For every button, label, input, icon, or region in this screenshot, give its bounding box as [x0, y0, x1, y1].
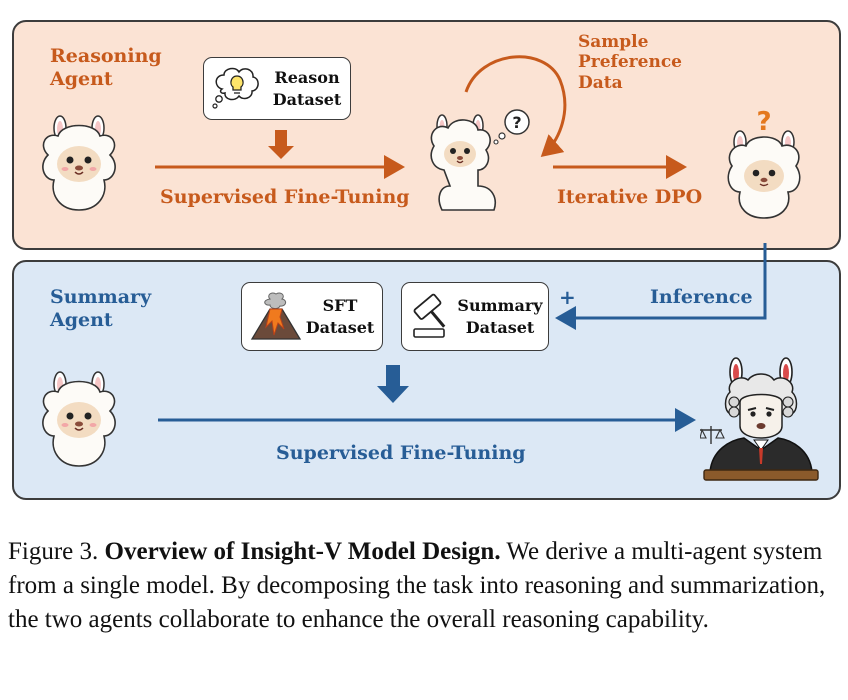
lightbulb-thought-icon [212, 67, 259, 109]
volcano-icon [250, 292, 302, 340]
summary-dataset-box: Summary Dataset [401, 282, 549, 351]
iterative-dpo-label: Iterative DPO [557, 186, 703, 208]
inference-connector-arrow [555, 243, 767, 330]
summary-dataset-label-line1: Summary [457, 296, 543, 315]
insight-v-figure: Reasoning Agent Reason Dataset Supervise… [12, 20, 841, 500]
questioning-alpaca-icon: ? [727, 107, 801, 219]
question-mark: ? [756, 107, 771, 137]
summary-dataset-label-line2: Dataset [465, 317, 535, 337]
datasets-down-arrow [377, 365, 409, 403]
inference-label: Inference [650, 286, 753, 308]
arrows-layer [155, 55, 767, 432]
reasoning-sft-label: Supervised Fine-Tuning [160, 186, 410, 208]
reason-dataset-down-arrow [268, 130, 294, 159]
sft-dataset-box: SFT Dataset [241, 282, 383, 351]
summary-agent-label: Summary Agent [50, 286, 152, 331]
judge-alpaca-icon [700, 357, 819, 481]
summary-sft-label: Supervised Fine-Tuning [276, 442, 526, 464]
sample-preference-data-label: Sample Preference Data [578, 32, 682, 93]
caption-body: We derive a multi-agent system from a si… [8, 538, 826, 633]
gavel-icon [413, 293, 446, 338]
reason-dataset-label-line1: Reason [274, 68, 340, 87]
sft-dataset-label-line1: SFT [322, 296, 358, 315]
reasoning-agent-label: Reasoning Agent [50, 45, 162, 90]
thinking-alpaca-icon: ? [430, 109, 530, 211]
plus-sign: + [559, 285, 576, 309]
reasoning-agent-panel [12, 20, 841, 250]
reasoning-agent-alpaca-icon [42, 115, 116, 211]
caption-title: Overview of Insight-V Model Design. [104, 538, 501, 565]
scales-icon [700, 426, 725, 444]
svg-text:?: ? [512, 113, 521, 132]
sample-preference-loop-arrow [464, 55, 567, 157]
reason-dataset-label-line2: Dataset [272, 89, 342, 109]
summary-agent-alpaca-icon [42, 371, 116, 467]
reason-dataset-box: Reason Dataset [203, 57, 351, 120]
figure-caption: Figure 3. Overview of Insight-V Model De… [8, 535, 838, 637]
caption-prefix: Figure 3. [8, 538, 99, 565]
sft-dataset-label-line2: Dataset [305, 317, 375, 337]
